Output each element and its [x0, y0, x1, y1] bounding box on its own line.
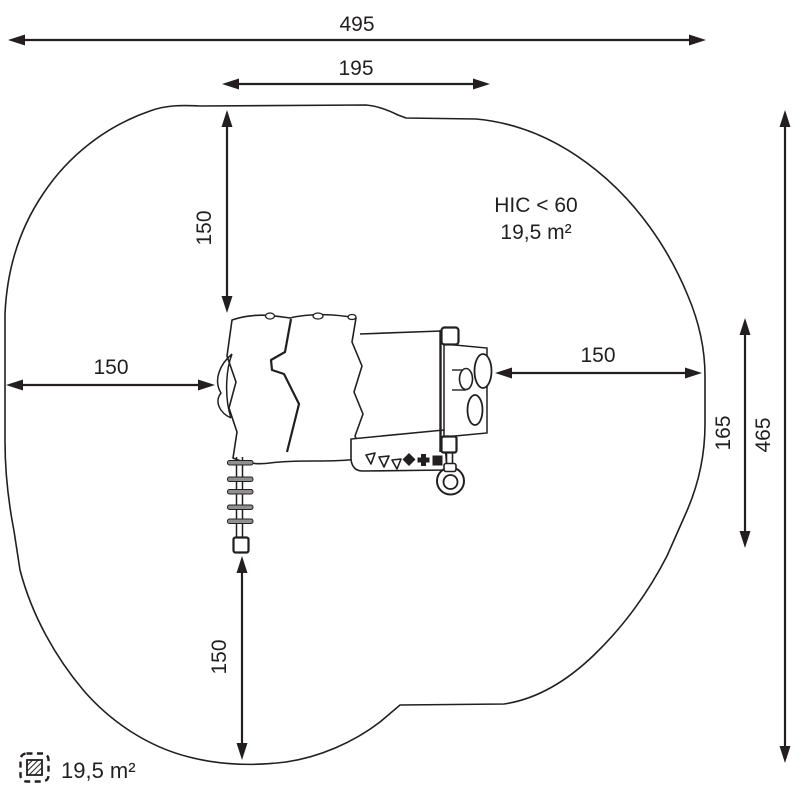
arrowhead-right-icon	[198, 379, 215, 391]
arrowhead-right-icon	[685, 367, 702, 379]
post-cap-bottom	[440, 435, 458, 454]
dimension-total-depth: 465	[752, 110, 791, 763]
dimension-total-width: 495	[8, 13, 706, 46]
dimension-label: 150	[580, 344, 615, 367]
arrowhead-left-icon	[8, 34, 25, 46]
square-icon	[432, 455, 443, 466]
dimension-bottom-offset: 150	[208, 556, 248, 760]
ladder-rung	[227, 476, 254, 482]
arrowhead-down-icon	[221, 296, 233, 313]
hanging-ring	[436, 452, 465, 496]
dimension-left-offset: 150	[6, 356, 215, 391]
deck-side-hold	[216, 353, 233, 419]
dimension-label: 195	[338, 57, 373, 80]
arrowhead-down-icon	[739, 531, 751, 548]
pick-shape-icon	[391, 458, 402, 470]
safety-zone-outline	[4, 104, 706, 766]
impact-area-icon-hatch	[26, 759, 43, 776]
pick-shape-icon	[378, 455, 390, 468]
dimension-right-offset: 150	[495, 344, 702, 379]
ladder-rung	[227, 518, 254, 524]
dimension-label: 165	[712, 415, 735, 450]
equipment-main-deck	[216, 312, 364, 465]
impact-area-icon	[19, 752, 50, 783]
dimension-label: 465	[752, 417, 775, 452]
plus-icon	[417, 454, 430, 466]
dimension-inner-width: 195	[222, 57, 490, 90]
area-legend: 19,5 m²	[19, 752, 136, 783]
deck-post-cap	[347, 313, 357, 321]
arrowhead-left-icon	[6, 379, 23, 391]
arrowhead-down-icon	[779, 746, 791, 763]
hic-annotation: HIC < 60 19,5 m²	[494, 194, 577, 244]
impact-area-icon-outer	[19, 752, 50, 783]
deck-post-cap	[264, 312, 276, 320]
deck-outline	[226, 313, 364, 465]
arrowhead-up-icon	[236, 556, 248, 573]
ladder-end-bead	[232, 536, 250, 554]
deck-post-cap	[312, 312, 324, 320]
arrowhead-down-icon	[236, 743, 248, 760]
ring-clamp	[443, 462, 457, 473]
dimension-label: 495	[339, 13, 374, 36]
arrowhead-right-icon	[473, 78, 490, 90]
seat-disc	[473, 353, 493, 389]
ring-inner	[442, 474, 459, 490]
arrowhead-right-icon	[689, 34, 706, 46]
arrowhead-up-icon	[779, 110, 791, 127]
post-cap-top	[440, 326, 460, 346]
legend-area-label: 19,5 m²	[61, 758, 136, 783]
ladder-rung	[227, 504, 254, 510]
ladder-rung	[227, 489, 254, 495]
dimension-label: 150	[208, 639, 231, 674]
dimension-label: 150	[93, 356, 128, 379]
seat-disc	[458, 367, 474, 391]
arrowhead-left-icon	[495, 367, 512, 379]
dimension-top-offset: 150	[193, 110, 233, 313]
arrowhead-up-icon	[739, 318, 751, 335]
equipment-right-extension	[350, 326, 493, 496]
top-rail	[359, 330, 442, 335]
play-symbols	[365, 452, 443, 470]
pick-shape-icon	[365, 452, 376, 465]
arrowhead-up-icon	[221, 110, 233, 127]
area-value: 19,5 m²	[500, 221, 571, 244]
diamond-icon	[402, 453, 416, 466]
arrowhead-left-icon	[222, 78, 239, 90]
ladder-rung	[227, 460, 254, 466]
hic-value: HIC < 60	[494, 194, 577, 217]
rope-ladder	[227, 457, 254, 554]
deck-divide-line	[269, 318, 301, 453]
seat-disc	[466, 394, 484, 426]
dimension-equipment-depth: 165	[712, 318, 751, 548]
dimension-label: 150	[193, 210, 216, 245]
